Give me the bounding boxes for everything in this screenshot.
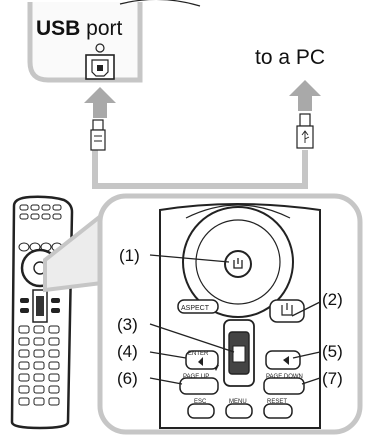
callout-4: (4) — [117, 342, 138, 361]
projector-edge — [119, 0, 201, 7]
callout-6: (6) — [117, 369, 138, 388]
arrow-up-projector-icon — [84, 87, 116, 118]
page-down-button[interactable] — [263, 377, 305, 395]
usb-port-panel — [27, 2, 143, 83]
aspect-button[interactable] — [177, 299, 219, 314]
usb-label-suffix: port — [80, 17, 123, 40]
callout-5: (5) — [322, 342, 343, 361]
mouse-left-button[interactable] — [224, 250, 252, 278]
page-up-button-label: PAGE UP — [183, 374, 210, 380]
callout-3: (3) — [117, 315, 138, 334]
usb-b-port-icon — [85, 43, 115, 80]
page-down-button-label: PAGE DOWN — [266, 374, 303, 380]
esc-button[interactable] — [187, 403, 215, 419]
callout-2: (2) — [322, 290, 343, 309]
arrow-up-pc-icon — [289, 80, 321, 111]
mouse-right-button-lower[interactable] — [265, 350, 301, 370]
reset-button-label: RESET — [267, 399, 288, 405]
usb-a-connector-icon — [296, 113, 314, 149]
menu-button[interactable] — [225, 403, 253, 419]
esc-button-label: ESC — [194, 399, 207, 405]
callout-1: (1) — [119, 246, 140, 265]
reset-button[interactable] — [263, 403, 293, 419]
callout-leader-lines — [149, 254, 321, 385]
callout-7: (7) — [322, 369, 343, 388]
page-up-button[interactable] — [179, 377, 219, 395]
to-pc-label: to a PC — [255, 46, 326, 69]
usb-label-prefix: USB — [36, 17, 81, 40]
remote-control-overview — [10, 195, 74, 430]
menu-button-label: MENU — [229, 399, 247, 405]
aspect-button-label: ASPECT — [181, 305, 210, 312]
usb-b-connector-icon — [90, 119, 106, 151]
enter-button[interactable] — [185, 350, 219, 370]
usb-cable-path — [92, 150, 308, 189]
usb-port-label: USB port — [36, 17, 122, 41]
enter-button-label: ENTER — [188, 351, 209, 357]
mouse-right-button[interactable] — [269, 299, 305, 323]
lever-switch[interactable] — [223, 319, 255, 387]
